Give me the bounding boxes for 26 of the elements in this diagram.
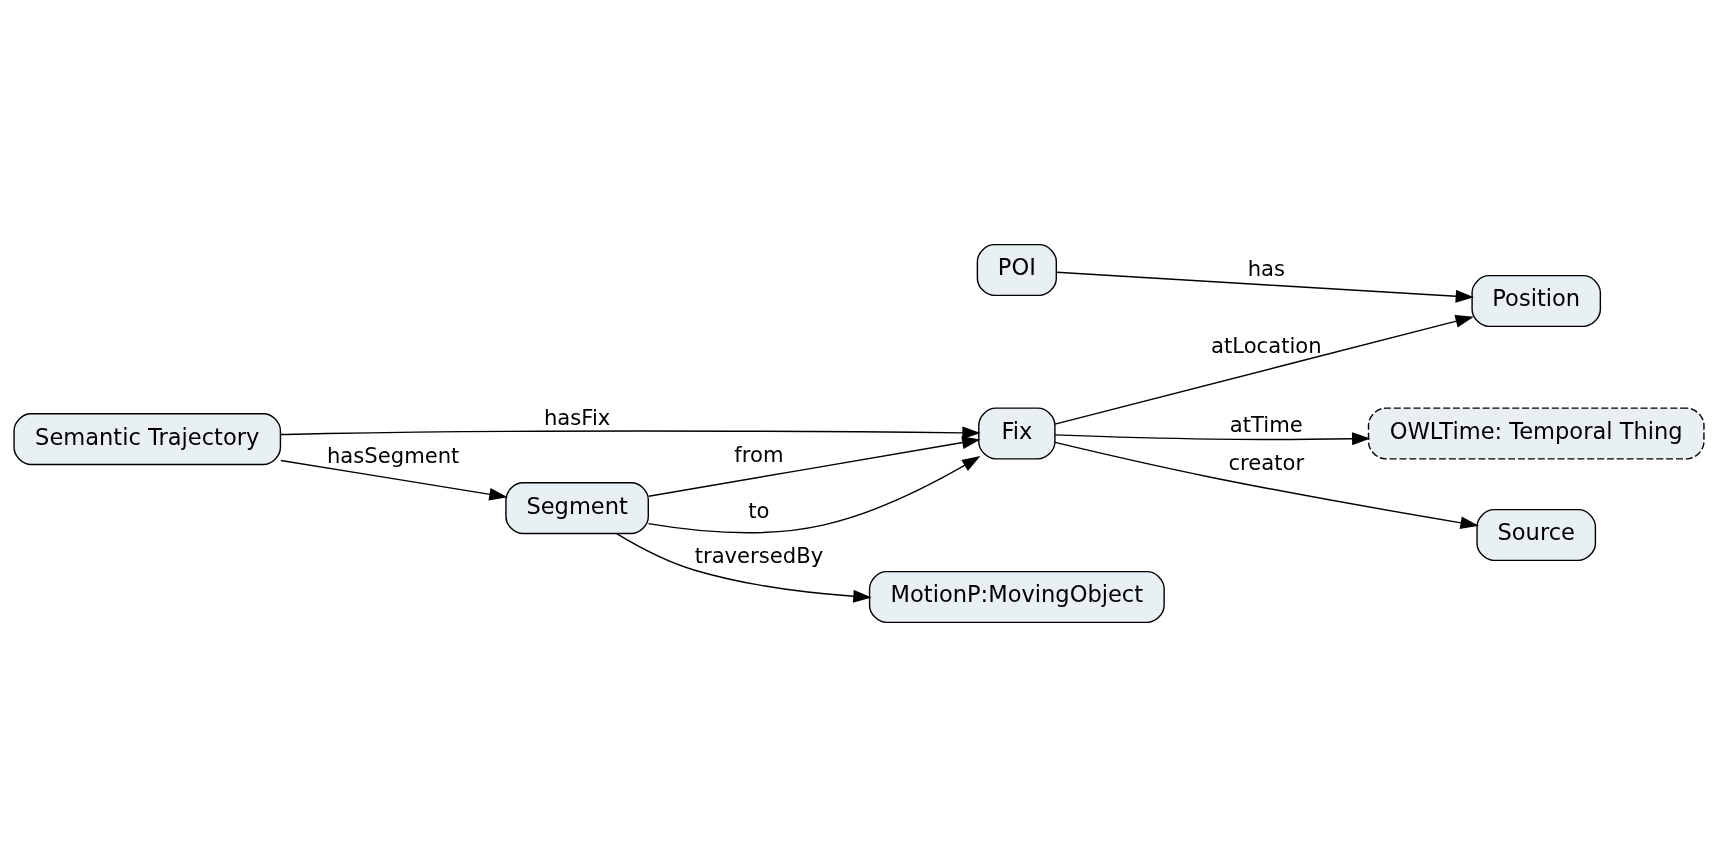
node-box: Fix (978, 406, 1056, 460)
arrow (647, 455, 981, 533)
node-box: MotionP:MovingObject (868, 570, 1165, 623)
edge-label: has (1247, 255, 1285, 281)
node-box: POI (976, 243, 1058, 296)
arrow (648, 435, 981, 497)
edge-label: atTime (1229, 411, 1303, 437)
edge-label: traversedBy (694, 542, 824, 568)
arrow (1054, 441, 1479, 529)
arrow (279, 425, 981, 439)
edge-label: creator (1228, 449, 1305, 475)
node-box: Position (1471, 274, 1602, 327)
node-box: Source (1476, 508, 1597, 561)
node-box: Segment (505, 481, 649, 534)
arrow (280, 459, 508, 501)
edge-label: from (734, 441, 784, 467)
edge-label: atLocation (1211, 332, 1322, 358)
arrow (1054, 314, 1474, 425)
node-box: Semantic Trajectory (13, 412, 282, 465)
edge-label: hasSegment (326, 442, 460, 468)
node-box: OWLTime: Temporal Thing (1367, 406, 1705, 460)
arrow (1055, 271, 1474, 303)
edge-label: to (748, 497, 770, 523)
edge-label: hasFix (543, 404, 611, 430)
arrow (615, 532, 872, 603)
arrow (1054, 431, 1371, 445)
